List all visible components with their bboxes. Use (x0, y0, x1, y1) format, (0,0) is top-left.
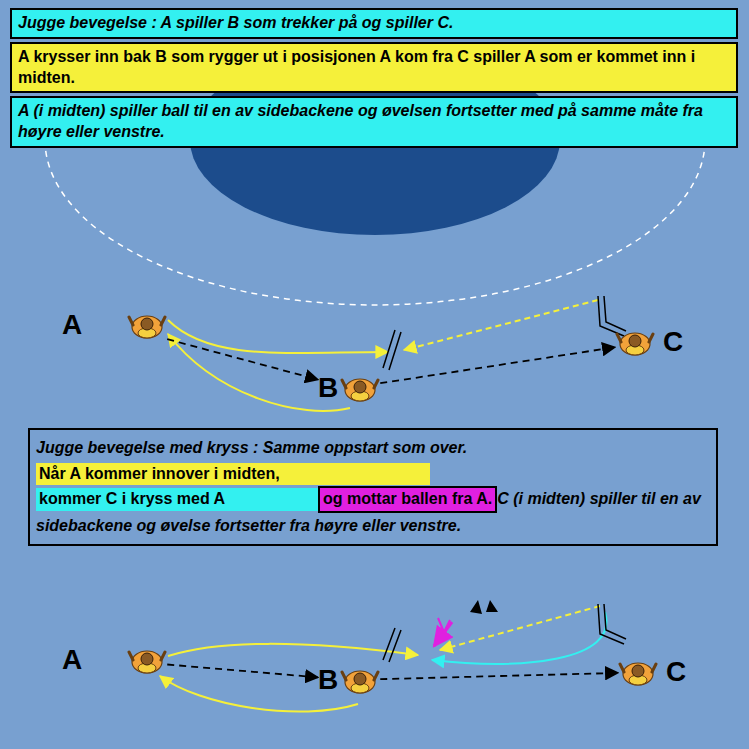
variant-heading: Jugge bevegelse med kryss : Samme oppsta… (36, 435, 710, 461)
pass-arrow (380, 347, 615, 383)
variant-box: Jugge bevegelse med kryss : Samme oppsta… (28, 428, 718, 546)
player-icon (127, 640, 167, 680)
instruction-text: kommer C i kryss med A (39, 490, 225, 507)
player-icon (618, 652, 658, 692)
instruction-text: og mottar ballen fra A. (323, 490, 492, 507)
player-label: B (318, 371, 338, 405)
instruction-box: Jugge bevegelse : A spiller B som trekke… (10, 8, 738, 39)
bottom-drill-runs (160, 600, 626, 712)
player-marker: B (318, 368, 380, 408)
player-label: A (62, 308, 82, 342)
player-label: A (62, 643, 82, 677)
highlight-box: og mottar ballen fra A. (318, 486, 497, 513)
instruction-text: A krysser inn bak B som rygger ut i posi… (18, 48, 695, 86)
highlight-box: kommer C i kryss med A (36, 488, 318, 511)
player-marker: A (62, 305, 167, 345)
instruction-text: Når A kommer innover i midten, (39, 465, 280, 482)
player-icon (340, 660, 380, 700)
player-icon (340, 368, 380, 408)
pass-arrow (167, 339, 318, 380)
player-label: B (318, 663, 338, 697)
player-label: C (663, 325, 683, 359)
player-marker: C (615, 322, 683, 362)
instruction-text: Jugge bevegelse : A spiller B som trekke… (18, 14, 453, 31)
player-icon (615, 322, 655, 362)
player-marker: A (62, 640, 167, 680)
player-icon (127, 305, 167, 345)
instruction-box: A krysser inn bak B som rygger ut i posi… (10, 42, 738, 94)
instruction-text: A (i midten) spiller ball til en av side… (18, 102, 703, 140)
free-throw-line (45, 140, 705, 305)
instruction-box: A (i midten) spiller ball til en av side… (10, 96, 738, 148)
player-label: C (666, 655, 686, 689)
highlight-box: Når A kommer innover i midten, (36, 463, 430, 486)
pass-arrow (380, 673, 618, 679)
top-drill-runs (168, 296, 626, 411)
pass-arrow (167, 664, 318, 677)
player-marker: B (318, 660, 380, 700)
player-marker: C (618, 652, 686, 692)
